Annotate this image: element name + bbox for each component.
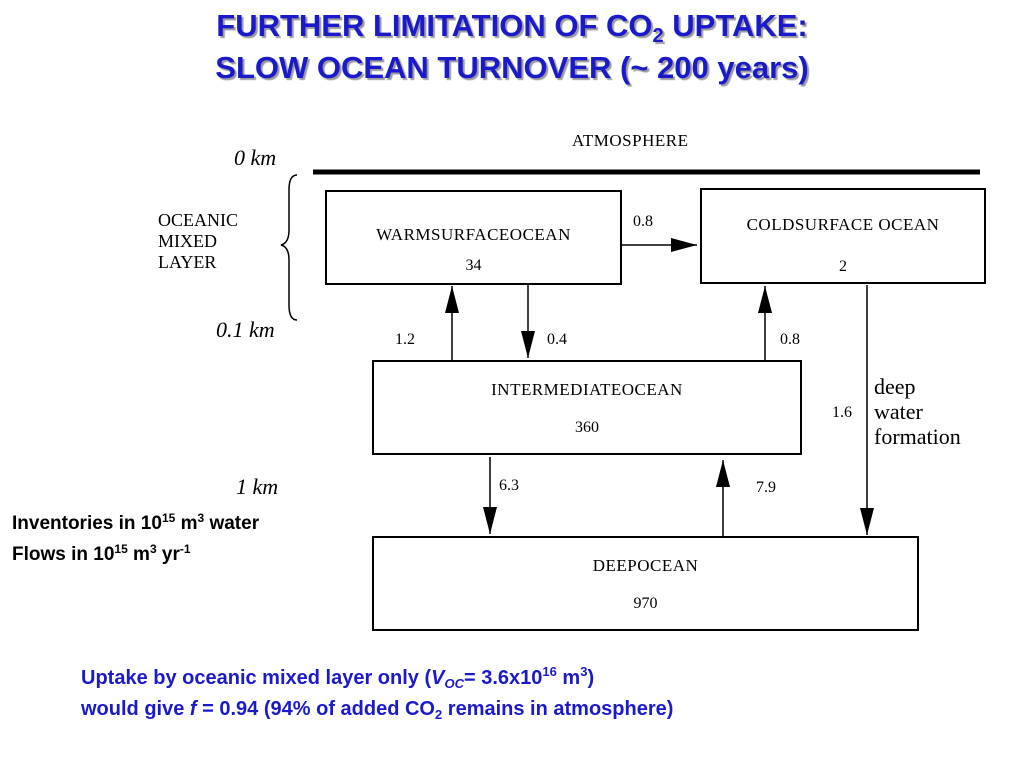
units-flows: Flows in 1015 m3 yr-1	[12, 542, 191, 566]
units-inventories: Inventories in 1015 m3 water	[12, 511, 260, 535]
units-exponent: -1	[179, 542, 191, 556]
units-text: water	[204, 513, 260, 534]
bottom-note-line-2: would give f = 0.94 (94% of added CO2 re…	[81, 698, 673, 721]
note-text: remains in atmosphere)	[442, 698, 674, 720]
units-exponent: 15	[114, 542, 128, 556]
intermediate-ocean-value: 360	[575, 419, 599, 436]
title-text-end: UPTAKE:	[663, 8, 808, 43]
flow-warm-to-inter: 0.4	[547, 331, 567, 348]
deep-water-label-line: formation	[874, 424, 961, 449]
note-text: would give	[81, 698, 190, 720]
note-text: = 3.6x10	[463, 667, 543, 689]
units-text: Inventories in 10	[12, 513, 162, 534]
units-exponent: 15	[161, 511, 176, 525]
page-title-line-2: SLOW OCEAN TURNOVER (~ 200 years)	[215, 50, 809, 85]
title-text: FURTHER LIMITATION OF CO	[216, 8, 653, 43]
units-exponent: 3	[197, 511, 205, 525]
note-text: )	[587, 667, 595, 689]
flow-cold-to-deep: 1.6	[832, 404, 852, 421]
units-text: Flows in 10	[12, 544, 115, 565]
note-text: Uptake by oceanic mixed layer only (	[81, 667, 432, 689]
units-text: yr	[156, 544, 180, 565]
flow-deep-to-inter: 7.9	[756, 479, 776, 496]
atmosphere-label: ATMOSPHERE	[572, 131, 689, 150]
cold-surface-ocean-box: COLDSURFACE OCEAN 2	[700, 188, 986, 284]
note-subscript: 2	[435, 707, 443, 722]
mixed-layer-label: OCEANIC MIXED LAYER	[158, 210, 238, 273]
note-text: = 0.94 (94% of added CO	[196, 698, 435, 720]
note-variable: V	[431, 667, 445, 689]
mixed-layer-label-line: LAYER	[158, 252, 217, 272]
flow-inter-to-warm: 1.2	[395, 331, 415, 348]
deep-water-label-line: water	[874, 399, 923, 424]
page-title-line-1: FURTHER LIMITATION OF CO2 UPTAKE:	[0, 8, 1024, 47]
mixed-layer-label-line: MIXED	[158, 231, 217, 251]
flow-warm-to-cold: 0.8	[633, 213, 653, 230]
deep-ocean-box: DEEPOCEAN 970	[372, 536, 919, 631]
deep-ocean-name: DEEPOCEAN	[592, 556, 699, 575]
note-variable: f	[189, 698, 197, 720]
note-exponent: 16	[542, 664, 557, 679]
note-variable-subscript: OC	[444, 676, 464, 691]
mixed-layer-label-line: OCEANIC	[158, 210, 238, 230]
bottom-note-line-1: Uptake by oceanic mixed layer only (VOC=…	[81, 664, 595, 691]
deep-water-formation-label: deep water formation	[874, 374, 961, 449]
depth-label-0km: 0 km	[234, 145, 277, 170]
warm-surface-ocean-value: 34	[465, 257, 482, 274]
units-text: m	[175, 513, 198, 534]
note-text: m	[556, 667, 581, 689]
units-exponent: 3	[149, 542, 157, 556]
mixed-layer-brace	[280, 174, 298, 321]
warm-surface-ocean-box: WARMSURFACEOCEAN 34	[325, 190, 622, 285]
deep-ocean-value: 970	[633, 595, 658, 612]
flow-inter-to-cold: 0.8	[780, 331, 800, 348]
warm-surface-ocean-name: WARMSURFACEOCEAN	[376, 225, 571, 244]
depth-label-1km: 1 km	[236, 474, 279, 499]
note-exponent: 3	[580, 664, 588, 679]
depth-label-0-1km: 0.1 km	[216, 317, 275, 342]
flow-inter-to-deep: 6.3	[499, 477, 519, 494]
units-text: m	[127, 544, 150, 565]
intermediate-ocean-name: INTERMEDIATEOCEAN	[491, 380, 683, 399]
intermediate-ocean-box: INTERMEDIATEOCEAN 360	[372, 360, 802, 455]
cold-surface-ocean-value: 2	[839, 258, 847, 275]
deep-water-label-line: deep	[874, 374, 916, 399]
cold-surface-ocean-name: COLDSURFACE OCEAN	[746, 215, 940, 234]
title-subscript: 2	[652, 25, 664, 47]
